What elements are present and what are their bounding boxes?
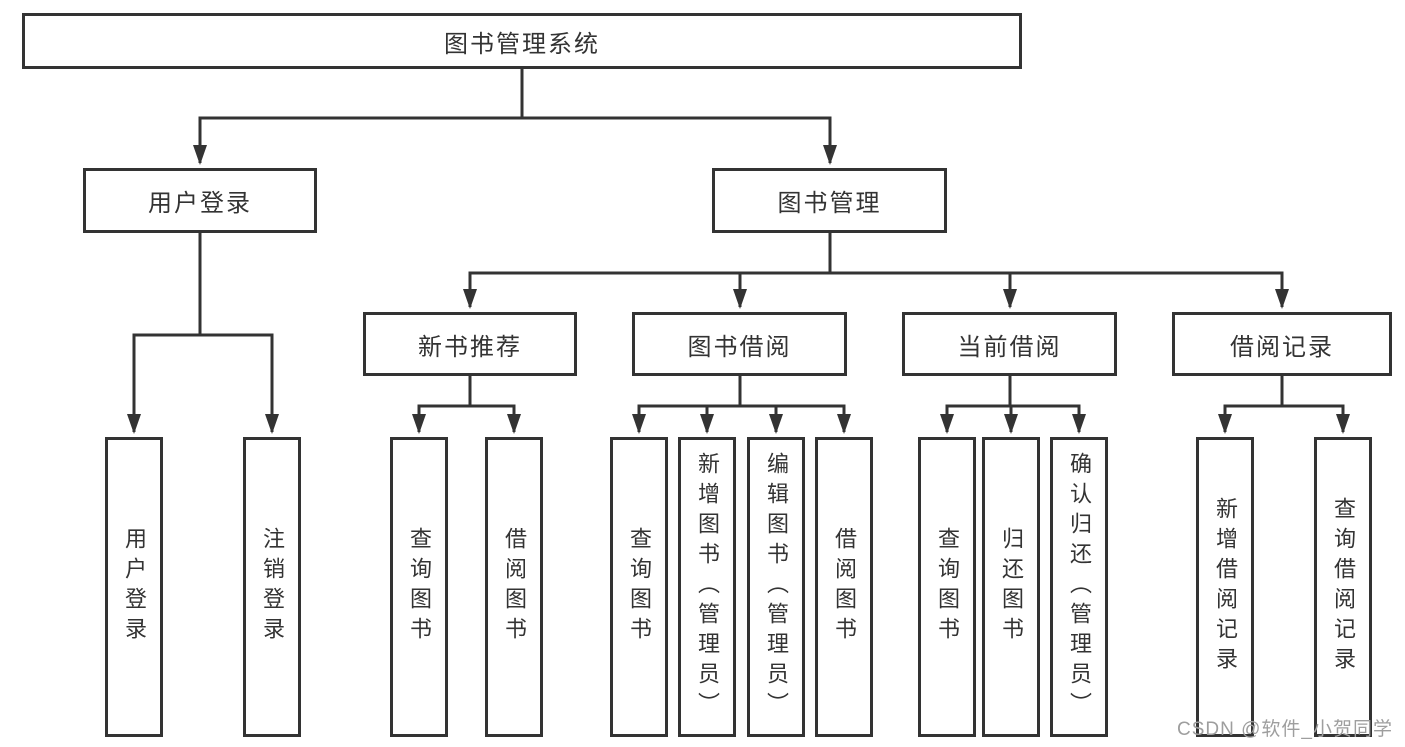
leaf-edit-books-admin: 编辑图书（管理员） xyxy=(747,437,805,737)
node-label: 注销登录 xyxy=(260,527,285,647)
leaf-borrow-books-borrowing: 借阅图书 xyxy=(815,437,873,737)
leaf-query-books-borrowing: 查询图书 xyxy=(610,437,668,737)
leaf-borrow-books-recommendation: 借阅图书 xyxy=(485,437,543,737)
connector-lines xyxy=(127,68,1350,434)
node-label: 借阅记录 xyxy=(1230,333,1334,361)
node-label: 查询图书 xyxy=(935,527,960,647)
node-label: 用户登录 xyxy=(148,190,252,217)
node-label: 查询图书 xyxy=(407,527,432,647)
leaf-logout: 注销登录 xyxy=(243,437,301,737)
node-root-library-system: 图书管理系统 xyxy=(22,13,1022,69)
node-book-borrowing: 图书借阅 xyxy=(632,312,847,376)
node-label: 新增借阅记录 xyxy=(1213,497,1238,677)
leaf-return-books: 归还图书 xyxy=(982,437,1040,737)
node-label: 图书管理系统 xyxy=(444,30,600,58)
node-label: 当前借阅 xyxy=(957,333,1062,361)
leaf-query-books-recommendation: 查询图书 xyxy=(390,437,448,737)
node-label: 新书推荐 xyxy=(418,333,522,361)
leaf-query-borrowing-record: 查询借阅记录 xyxy=(1314,437,1372,737)
node-label: 借阅图书 xyxy=(502,527,527,647)
node-label: 图书管理 xyxy=(777,190,882,217)
node-borrowing-records: 借阅记录 xyxy=(1172,312,1392,376)
node-label: 新增图书（管理员） xyxy=(695,452,720,722)
node-book-management: 图书管理 xyxy=(712,168,947,233)
node-label: 借阅图书 xyxy=(832,527,857,647)
node-label: 编辑图书（管理员） xyxy=(764,452,789,722)
node-new-book-recommendation: 新书推荐 xyxy=(363,312,577,376)
node-label: 图书借阅 xyxy=(687,333,792,361)
leaf-confirm-return-admin: 确认归还（管理员） xyxy=(1050,437,1108,737)
leaf-query-books-current: 查询图书 xyxy=(918,437,976,737)
node-label: 查询借阅记录 xyxy=(1331,497,1356,677)
csdn-watermark: CSDN @软件_小贺同学 xyxy=(1177,719,1393,740)
leaf-add-books-admin: 新增图书（管理员） xyxy=(678,437,736,737)
leaf-user-login: 用户登录 xyxy=(105,437,163,737)
node-label: 用户登录 xyxy=(122,527,147,647)
node-user-login: 用户登录 xyxy=(83,168,317,233)
node-label: 确认归还（管理员） xyxy=(1067,452,1092,722)
leaf-add-borrowing-record: 新增借阅记录 xyxy=(1196,437,1254,737)
node-label: 查询图书 xyxy=(627,527,652,647)
node-label: 归还图书 xyxy=(999,527,1024,647)
node-current-borrowing: 当前借阅 xyxy=(902,312,1117,376)
